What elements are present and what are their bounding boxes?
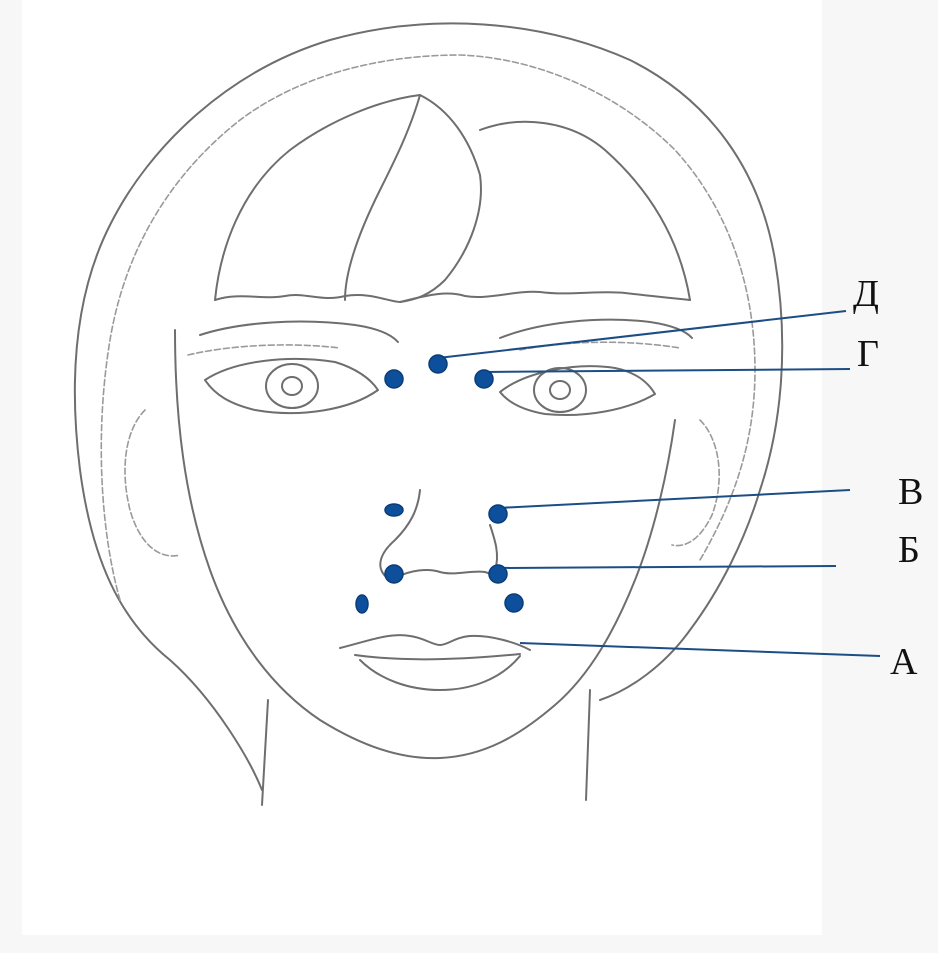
nose-left-side	[379, 489, 421, 581]
upper-lip	[339, 634, 531, 651]
point-v-right-nose-bridge	[488, 504, 508, 524]
lower-lip	[359, 655, 521, 691]
label-v: В	[898, 471, 923, 513]
point-b-right-nostril	[488, 564, 508, 584]
nose-right-side	[489, 524, 499, 571]
point-a-right-mouth-corner	[504, 593, 524, 613]
right-ear	[671, 419, 720, 547]
nose-bottom	[394, 569, 497, 583]
neck-left	[261, 699, 269, 806]
fringe-left	[214, 94, 421, 301]
label-g: Г	[857, 333, 879, 375]
face-outline	[174, 329, 676, 760]
left-eyebrow-lower	[187, 344, 341, 356]
point-left-mouth-corner	[355, 594, 369, 614]
left-iris	[265, 363, 319, 409]
label-b: Б	[898, 529, 920, 571]
point-left-nostril	[384, 564, 404, 584]
left-eyebrow	[199, 320, 399, 343]
point-left-nose-bridge	[384, 503, 404, 517]
leader-line-a	[519, 642, 881, 657]
fringe-right	[479, 120, 691, 301]
label-a: А	[890, 641, 918, 683]
right-pupil	[549, 380, 571, 400]
left-eye	[204, 358, 379, 415]
lip-line	[354, 653, 521, 661]
right-margin-panel	[822, 0, 938, 953]
acupoints	[355, 354, 524, 614]
point-d-between-brows	[428, 354, 448, 374]
face-sketch	[73, 22, 784, 806]
point-left-inner-eye	[384, 369, 404, 389]
leader-line-v	[497, 489, 851, 509]
point-labels: Д Г В Б А	[853, 273, 923, 683]
neck-right	[585, 689, 591, 801]
right-iris	[533, 367, 587, 413]
hair-outline	[73, 22, 784, 791]
leader-line-b	[497, 565, 837, 569]
leader-line-g	[483, 368, 851, 373]
hair-outline-inner	[100, 54, 756, 601]
left-pupil	[281, 376, 303, 396]
leader-line-d	[437, 310, 847, 359]
fringe-bottom-edge	[214, 290, 691, 303]
leader-lines	[437, 310, 881, 657]
fringe-middle	[399, 94, 482, 303]
point-g-right-inner-eye	[474, 369, 494, 389]
left-margin-panel	[0, 0, 22, 953]
right-eyebrow	[499, 318, 693, 339]
left-ear	[124, 409, 181, 557]
label-d: Д	[853, 273, 879, 315]
bottom-margin-panel	[0, 935, 938, 953]
